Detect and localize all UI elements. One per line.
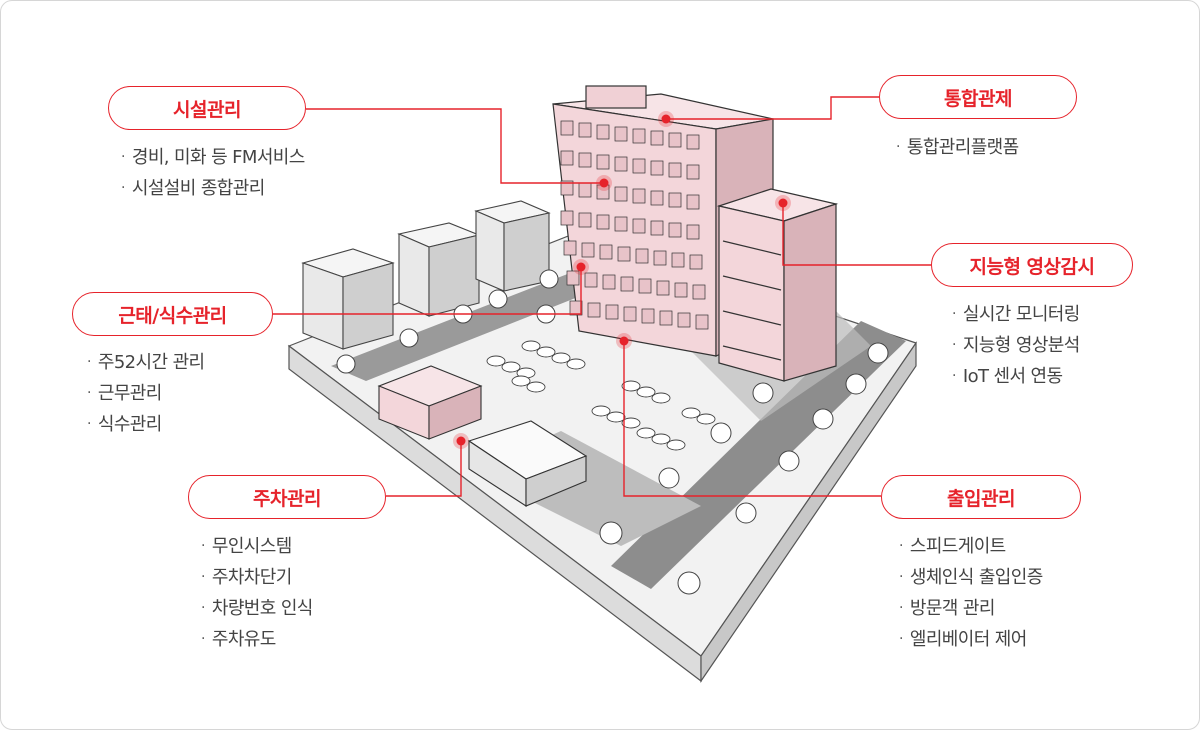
parking-list: ·무인시스템 ·주차차단기 ·차량번호 인식 ·주차유도 — [201, 531, 313, 655]
list-item: ·주52시간 관리 — [87, 352, 205, 373]
parked-cars — [486, 340, 716, 451]
list-item: ·통합관리플랫폼 — [896, 137, 1019, 158]
list-item: ·주차차단기 — [201, 567, 292, 588]
parking-title: 주차관리 — [188, 475, 386, 519]
list-item: ·IoT 센서 연동 — [952, 366, 1063, 387]
list-item: ·근무관리 — [87, 383, 162, 404]
attendance-title: 근태/식수관리 — [72, 292, 273, 336]
integrated-title: 통합관제 — [879, 75, 1077, 119]
list-item: ·생체인식 출입인증 — [899, 567, 1043, 588]
low-rise-buildings — [301, 200, 551, 350]
list-item: ·경비, 미화 등 FM서비스 — [121, 147, 305, 168]
surveillance-list: ·실시간 모니터링 ·지능형 영상분석 ·IoT 센서 연동 — [952, 299, 1080, 392]
access-list: ·스피드게이트 ·생체인식 출입인증 ·방문객 관리 ·엘리베이터 제어 — [899, 531, 1043, 655]
list-item: ·방문객 관리 — [899, 598, 995, 619]
facility-title: 시설관리 — [108, 86, 306, 130]
surveillance-title: 지능형 영상감시 — [931, 243, 1133, 287]
list-item: ·차량번호 인식 — [201, 598, 313, 619]
integrated-list: ·통합관리플랫폼 — [896, 132, 1019, 163]
marker-dots — [456, 114, 788, 446]
list-item: ·엘리베이터 제어 — [899, 629, 1027, 650]
access-title: 출입관리 — [881, 475, 1081, 519]
guard-house — [377, 365, 483, 440]
list-item: ·지능형 영상분석 — [952, 335, 1080, 356]
leader-lines — [273, 96, 931, 497]
list-item: ·주차유도 — [201, 629, 276, 650]
trees — [336, 269, 889, 595]
flat-building — [467, 420, 588, 508]
tower-windows — [560, 120, 709, 330]
list-item: ·무인시스템 — [201, 536, 292, 557]
list-item: ·실시간 모니터링 — [952, 304, 1080, 325]
list-item: ·스피드게이트 — [899, 536, 1006, 557]
list-item: ·식수관리 — [87, 414, 162, 435]
list-item: ·시설설비 종합관리 — [121, 178, 265, 199]
annex-building — [716, 188, 839, 382]
attendance-list: ·주52시간 관리 ·근무관리 ·식수관리 — [87, 347, 205, 440]
facility-list: ·경비, 미화 등 FM서비스 ·시설설비 종합관리 — [121, 142, 305, 204]
